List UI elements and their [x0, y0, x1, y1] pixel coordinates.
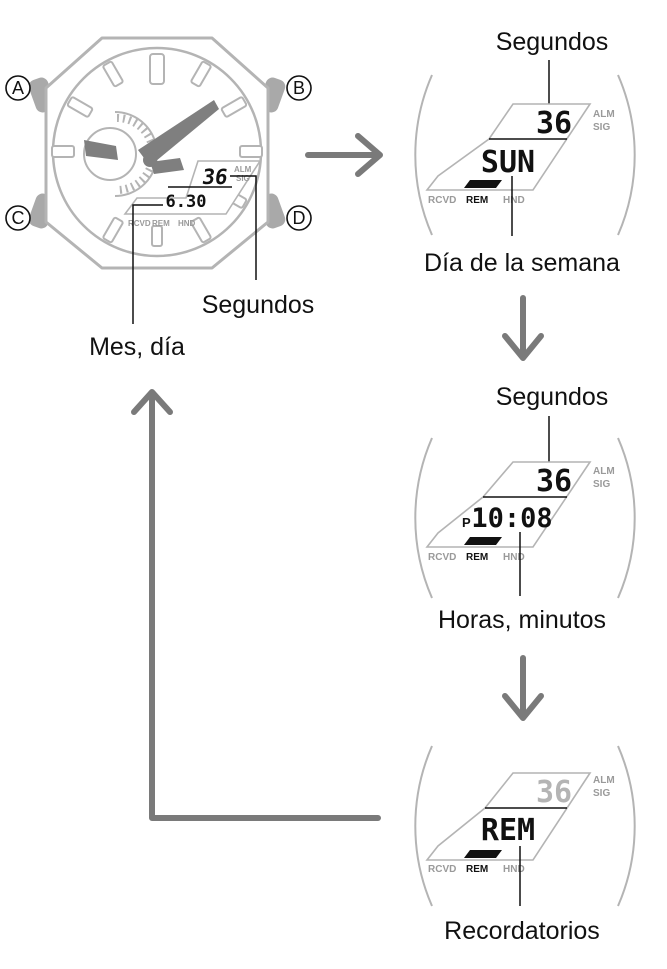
button-c-letter: C: [12, 208, 25, 228]
panel-1-rcvd: RCVD: [428, 195, 456, 206]
center-pin: [143, 153, 157, 167]
panel-3-rcvd: RCVD: [428, 864, 456, 875]
panel-1-sig: SIG: [593, 122, 610, 133]
panel-2-ampm: P: [462, 515, 471, 530]
watch-rem-indicator: REM: [152, 219, 170, 228]
arrow-right-icon: [305, 133, 383, 177]
watch-hnd-indicator: HND: [178, 219, 196, 228]
watch-rcvd-indicator: RCVD: [128, 219, 151, 228]
watch-alm-indicator: ALM: [234, 165, 252, 174]
button-a-icon: [5, 75, 31, 101]
panel-2-hnd: HND: [503, 552, 525, 563]
button-c-icon: [5, 205, 31, 231]
watch-lcd-date: 6.30: [166, 192, 207, 212]
watch-illustration: 36 6.30 ALM SIG RCVD REM HND A B C D Seg…: [5, 36, 315, 361]
button-d-letter: D: [293, 208, 306, 228]
return-arrow-icon: [131, 389, 381, 821]
button-b-icon: [286, 75, 312, 101]
date-leader-line: [132, 204, 163, 324]
panel-2-main: 10:08: [471, 503, 552, 534]
panel-day-of-week: Segundos 36 SUN ALM SIG RCVD REM HND Día…: [414, 28, 636, 277]
panel-2-top-label: Segundos: [496, 383, 609, 411]
panel-3-seconds: 36: [536, 775, 572, 810]
panel-1-alm: ALM: [593, 109, 615, 120]
panel-3-main: REM: [481, 813, 535, 848]
panel-1-top-label: Segundos: [496, 28, 609, 56]
sub-dial-hand: [84, 140, 118, 160]
panel-1-main: SUN: [481, 145, 535, 180]
panel-2-seconds: 36: [536, 464, 572, 499]
panel-reminders: 36 REM ALM SIG RCVD REM HND Recordatorio…: [414, 745, 636, 945]
button-a-letter: A: [12, 78, 24, 98]
button-d-icon: [286, 205, 312, 231]
panel-3-alm: ALM: [593, 775, 615, 786]
watch-lcd-seconds: 36: [201, 164, 230, 189]
panel-1-rem: REM: [466, 195, 488, 206]
watch-seconds-callout: Segundos: [202, 291, 315, 319]
seconds-leader-line: [230, 175, 257, 280]
watch-sig-indicator: SIG: [236, 174, 250, 183]
panel-3-rem: REM: [466, 864, 488, 875]
panel-2-rem: REM: [466, 552, 488, 563]
minute-hand: [150, 158, 184, 174]
flow-arrows: [131, 133, 544, 821]
hour-hand: [138, 100, 219, 166]
panel-2-sig: SIG: [593, 479, 610, 490]
watch-date-callout: Mes, día: [89, 333, 185, 361]
panel-hours-minutes: Segundos 36 P 10:08 ALM SIG RCVD REM HND…: [414, 383, 636, 634]
panel-1-seconds: 36: [536, 106, 572, 141]
panel-2-rcvd: RCVD: [428, 552, 456, 563]
button-b-letter: B: [293, 78, 305, 98]
panel-3-sig: SIG: [593, 788, 610, 799]
panel-1-hnd: HND: [503, 195, 525, 206]
panel-2-alm: ALM: [593, 466, 615, 477]
panel-3-hnd: HND: [503, 864, 525, 875]
arrow-down-icon-1: [502, 295, 544, 361]
panel-3-bottom-label: Recordatorios: [444, 917, 600, 945]
panel-2-bottom-label: Horas, minutos: [438, 606, 606, 634]
arrow-down-icon-2: [502, 655, 544, 721]
panel-1-bottom-label: Día de la semana: [424, 249, 620, 277]
